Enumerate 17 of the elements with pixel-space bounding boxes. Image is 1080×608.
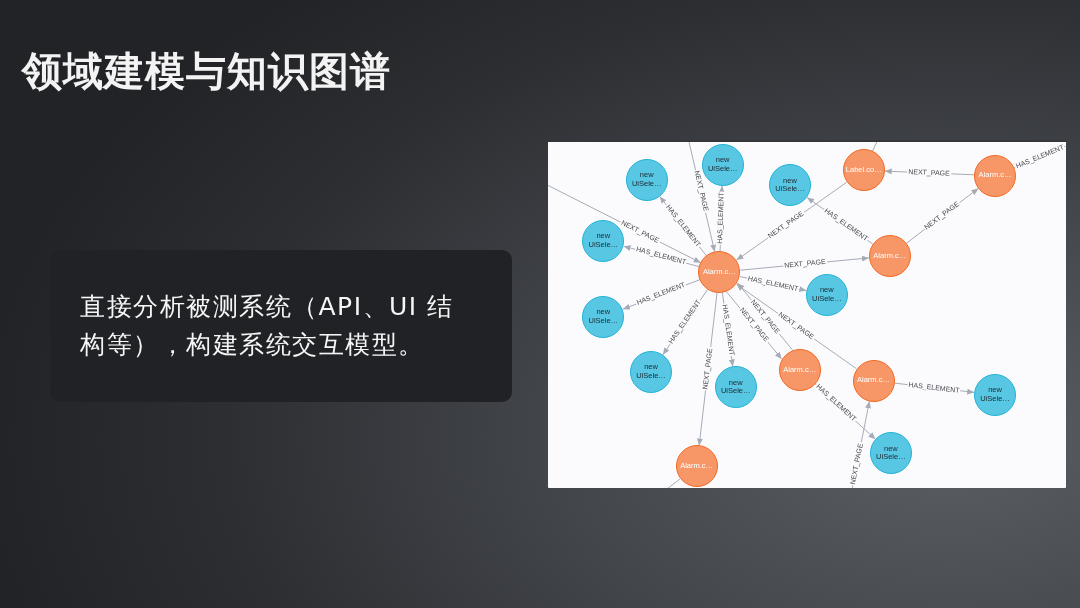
card-text: 直接分析被测系统（API、UI 结构等），构建系统交互模型。 (80, 291, 455, 361)
graph-node (630, 351, 673, 393)
connector-line (872, 142, 878, 152)
graph-node (868, 234, 911, 277)
graph-node (842, 149, 885, 192)
graph-node (582, 295, 625, 338)
graph-node (869, 432, 912, 475)
graph-node (974, 154, 1016, 197)
text-card (50, 250, 512, 402)
graph-panel (548, 140, 1066, 488)
slide-title: 领域建模与知识图谱 (22, 47, 391, 95)
graph-node (698, 251, 741, 294)
graph-node (675, 445, 718, 488)
graph-node (974, 373, 1016, 416)
graph-node (714, 366, 757, 409)
graph-node (768, 164, 811, 207)
graph-node (625, 158, 668, 201)
